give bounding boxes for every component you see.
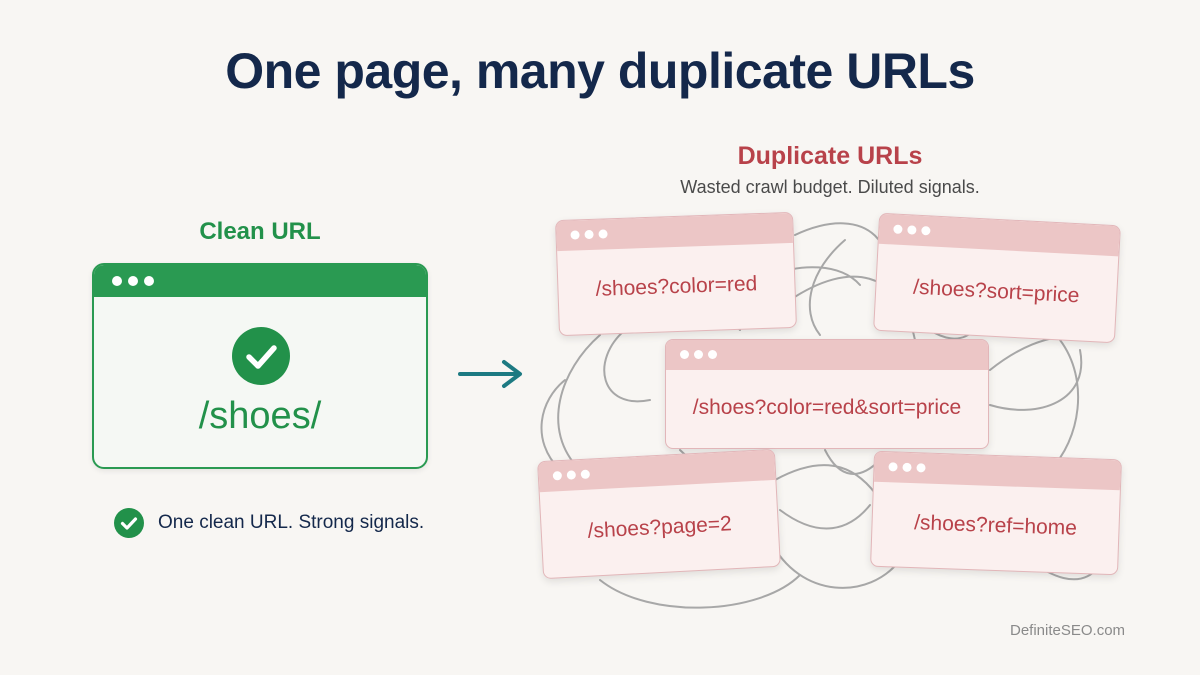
window-dot-icon bbox=[570, 230, 580, 240]
window-dot-icon bbox=[128, 276, 138, 286]
clean-window-titlebar bbox=[94, 265, 426, 297]
arrow-right-icon bbox=[458, 360, 522, 388]
window-dot-icon bbox=[580, 469, 591, 480]
duplicate-url-text: /shoes?page=2 bbox=[587, 512, 733, 543]
window-dot-icon bbox=[902, 462, 912, 473]
window-dot-icon bbox=[680, 350, 689, 359]
window-dot-icon bbox=[552, 471, 563, 481]
duplicate-urls-title: Duplicate URLs bbox=[737, 142, 923, 170]
duplicate-url-window: /shoes?ref=home bbox=[870, 450, 1122, 576]
duplicate-url-window: /shoes?color=red bbox=[555, 211, 797, 337]
window-dot-icon bbox=[921, 225, 931, 236]
duplicate-urls-subtitle: Wasted crawl budget. Diluted signals. bbox=[680, 177, 980, 197]
window-dot-icon bbox=[893, 224, 903, 234]
duplicate-url-text: /shoes?color=red&sort=price bbox=[692, 396, 962, 419]
duplicate-url-window: /shoes?page=2 bbox=[537, 448, 781, 580]
clean-url-label: Clean URL bbox=[199, 218, 321, 245]
duplicate-url-window: /shoes?sort=price bbox=[873, 212, 1121, 344]
check-circle-icon bbox=[232, 327, 290, 385]
window-dot-icon bbox=[144, 276, 154, 286]
duplicate-window-titlebar bbox=[556, 212, 793, 252]
window-dot-icon bbox=[598, 229, 608, 239]
check-circle-icon bbox=[114, 508, 144, 538]
brand-watermark[interactable]: DefiniteSEO.com bbox=[1010, 622, 1126, 639]
duplicate-url-text: /shoes?sort=price bbox=[912, 275, 1080, 308]
window-dot-icon bbox=[916, 463, 926, 473]
window-dot-icon bbox=[584, 229, 594, 240]
window-dot-icon bbox=[112, 276, 122, 286]
window-dot-icon bbox=[694, 350, 703, 359]
window-dot-icon bbox=[907, 225, 917, 235]
window-dot-icon bbox=[566, 470, 577, 480]
window-dot-icon bbox=[888, 462, 898, 472]
clean-url-text: /shoes/ bbox=[198, 395, 322, 437]
duplicate-window-titlebar bbox=[666, 340, 988, 370]
clean-url-window: /shoes/ bbox=[92, 263, 428, 469]
page-title: One page, many duplicate URLs bbox=[225, 43, 975, 99]
duplicate-url-text: /shoes?ref=home bbox=[913, 511, 1078, 540]
clean-url-caption: One clean URL. Strong signals. bbox=[158, 512, 425, 533]
duplicate-url-text: /shoes?color=red bbox=[595, 272, 758, 301]
duplicate-window-titlebar bbox=[874, 451, 1121, 491]
window-dot-icon bbox=[708, 350, 717, 359]
duplicate-url-window: /shoes?color=red&sort=price bbox=[665, 339, 989, 449]
